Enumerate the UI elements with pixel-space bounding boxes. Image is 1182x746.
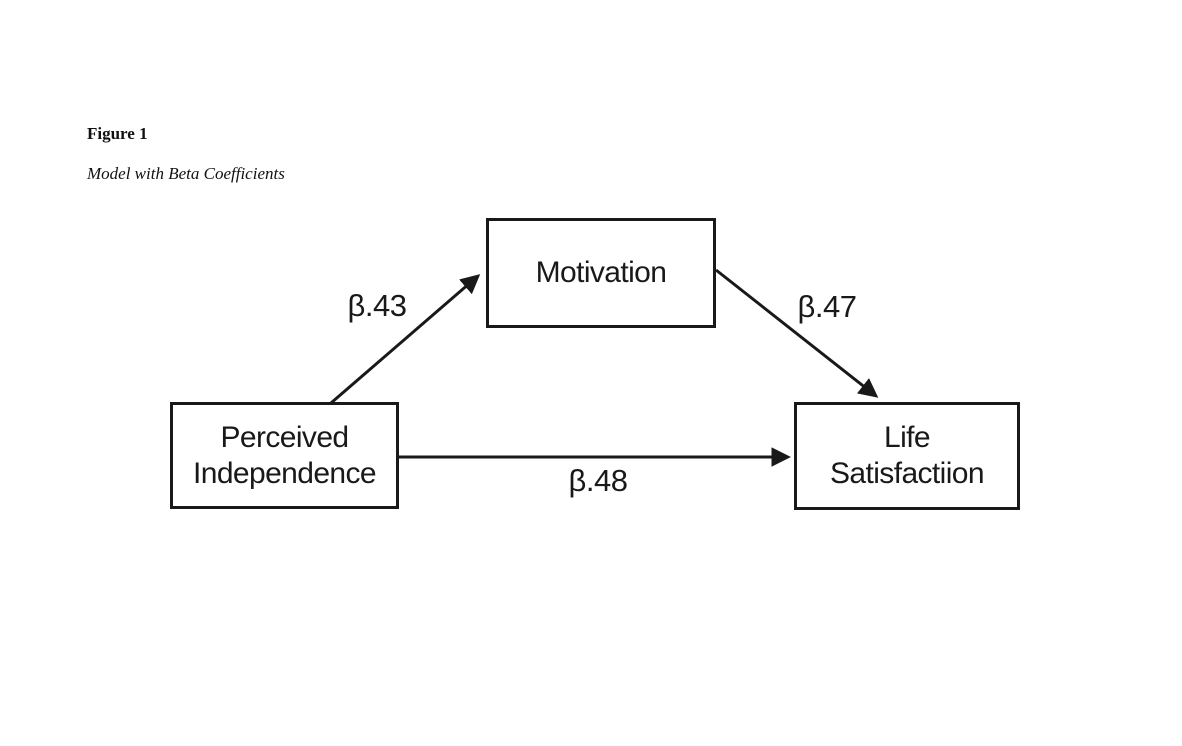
edge-label-beta-47: β.47 bbox=[797, 289, 857, 324]
figure-caption: Model with Beta Coefficients bbox=[87, 164, 285, 183]
node-life-satisfaction: Life Satisfactiion bbox=[794, 402, 1020, 510]
node-motivation: Motivation bbox=[486, 218, 716, 328]
edge-motivation-to-ls-arrow bbox=[715, 268, 879, 398]
edge-label-beta-43: β.43 bbox=[347, 288, 407, 323]
figure-label: Figure 1 bbox=[87, 124, 148, 143]
edge-pi-to-motivation-arrow bbox=[330, 274, 481, 405]
edge-label-beta-48: β.48 bbox=[568, 463, 628, 498]
node-perceived-independence: Perceived Independence bbox=[170, 402, 399, 509]
